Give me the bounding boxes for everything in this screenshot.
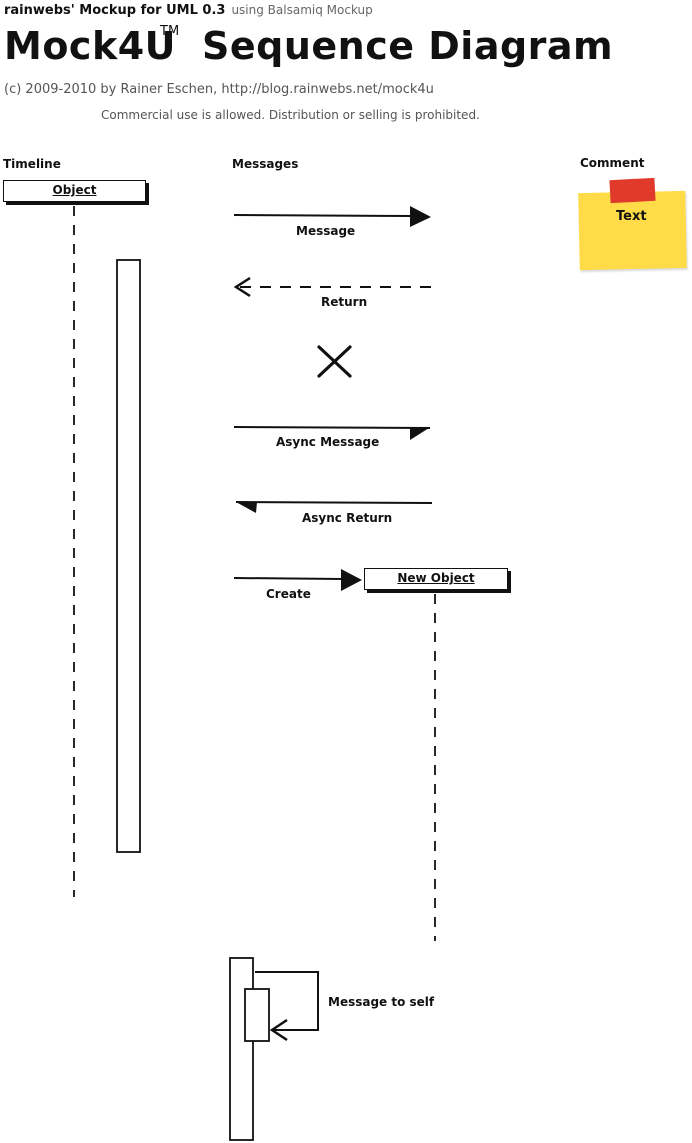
sticky-note-text: Text [616,209,647,224]
async-return-arrow [235,501,433,513]
header-text: rainwebs' Mockup for UML 0.3 [4,3,226,18]
sticky-note[interactable] [578,190,687,271]
async-return-label: Async Return [302,511,393,525]
title-main: Mock4U [4,24,177,68]
object-box[interactable]: Object [3,180,146,202]
license-text: Commercial use is allowed. Distribution … [101,108,480,122]
create-label: Create [266,587,311,601]
sticky-tape [609,177,656,204]
comment-heading: Comment [580,156,645,170]
return-label: Return [321,295,368,309]
header-using: using Balsamiq Mockup [231,3,373,17]
activation-bar [116,259,141,853]
page-title: Mock4U Sequence Diagram [4,24,613,68]
timeline-heading: Timeline [3,157,61,171]
title-rest: Sequence Diagram [202,24,614,68]
new-object-box[interactable]: New Object [364,568,508,590]
return-arrow [233,276,432,298]
trademark-mark: TM [160,24,180,39]
create-arrow [233,569,362,591]
header-line: rainwebs' Mockup for UML 0.3 using Balsam… [4,3,373,18]
destroy-marker-icon [317,345,352,378]
async-message-label: Async Message [276,435,380,449]
self-message-group [229,957,319,1141]
copyright-text: (c) 2009-2010 by Rainer Eschen, http://b… [4,82,434,97]
message-to-self-label: Message to self [328,995,435,1009]
messages-heading: Messages [232,157,299,171]
async-message-arrow [233,426,431,440]
message-arrow [233,206,431,227]
message-label: Message [296,224,356,238]
